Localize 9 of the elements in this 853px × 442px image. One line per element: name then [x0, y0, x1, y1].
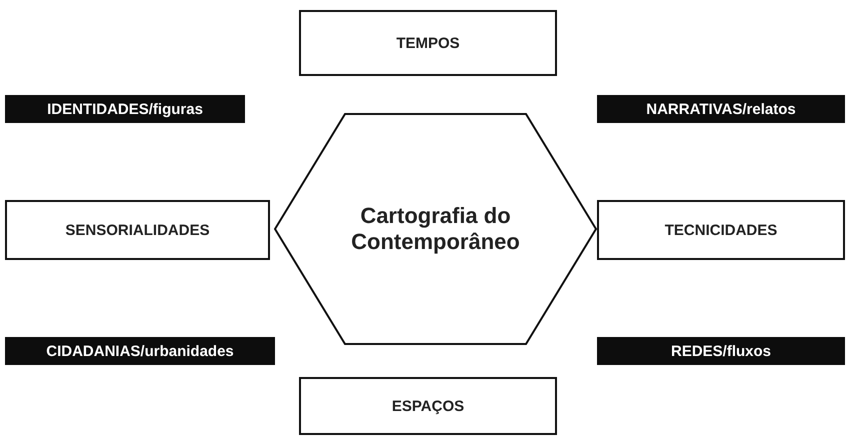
label-box: TEMPOS: [299, 10, 557, 76]
label-box: SENSORIALIDADES: [5, 200, 270, 260]
label-box: ESPAÇOS: [299, 377, 557, 435]
label-bar: NARRATIVAS/relatos: [597, 95, 845, 123]
central-title: Cartografia do Contemporâneo: [350, 202, 520, 256]
label-bar: IDENTIDADES/figuras: [5, 95, 245, 123]
label-bar: CIDADANIAS/urbanidades: [5, 337, 275, 365]
label-box: TECNICIDADES: [597, 200, 845, 260]
label-bar: REDES/fluxos: [597, 337, 845, 365]
